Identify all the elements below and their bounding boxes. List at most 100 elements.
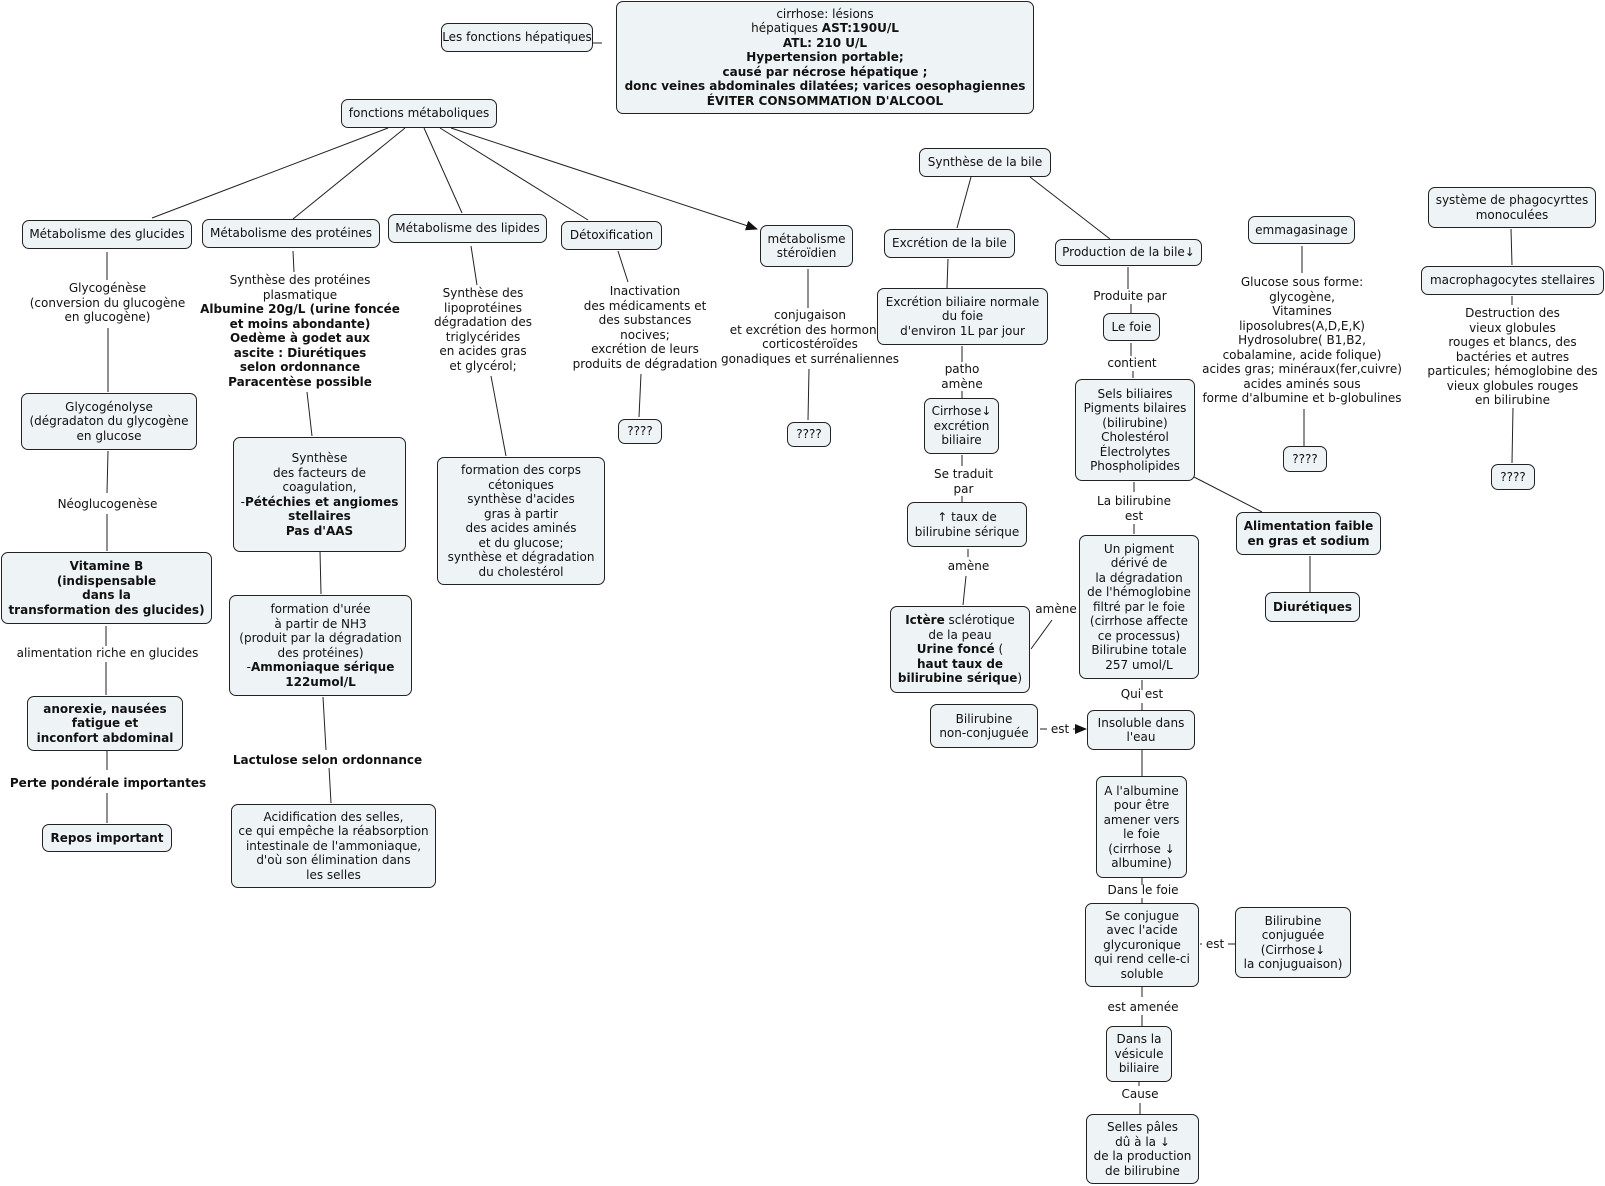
node-text: formation d'urée xyxy=(270,602,371,616)
node-vesicule-biliaire[interactable]: Dans la vésicule biliaire xyxy=(1106,1026,1172,1082)
node-text: Électrolytes xyxy=(1099,444,1171,459)
node-text: Diurétiques xyxy=(1273,599,1352,614)
label-text: ascite : Diurétiques xyxy=(233,345,367,360)
node-text: non-conjuguée xyxy=(939,726,1029,740)
node-text: (produit par la dégradation xyxy=(239,631,402,645)
node-synthese-bile[interactable]: Synthèse de la bile xyxy=(919,148,1051,177)
node-acidification-selles[interactable]: Acidification des selles, ce qui empêche… xyxy=(231,804,436,888)
node-pigment[interactable]: Un pigment dérivé de la dégradation de l… xyxy=(1079,535,1199,679)
node-text: en glucose xyxy=(76,428,142,443)
label-text: acides aminés sous xyxy=(1243,376,1361,391)
node-metabolisme-glucides[interactable]: Métabolisme des glucides xyxy=(22,220,192,249)
node-detoxification[interactable]: Détoxification xyxy=(561,221,662,250)
label-perte-ponderale: Perte pondérale importantes xyxy=(8,776,208,791)
node-anorexie[interactable]: anorexie, nausées fatigue et inconfort a… xyxy=(27,696,183,751)
node-diuretiques[interactable]: Diurétiques xyxy=(1265,592,1360,622)
label-text: des substances xyxy=(598,313,692,327)
node-text-bold: ÉVITER CONSOMMATION D'ALCOOL xyxy=(706,93,944,108)
node-text-bold: haut taux de xyxy=(916,656,1004,671)
node-steroid-unknown[interactable]: ???? xyxy=(787,422,831,447)
node-text: ) xyxy=(1017,671,1023,686)
node-text: Vitamine B xyxy=(69,559,144,573)
node-text: filtré par le foie xyxy=(1093,599,1185,614)
node-cirrhose-excretion[interactable]: Cirrhose↓ excrétion biliaire xyxy=(924,398,999,454)
node-sels-biliaires[interactable]: Sels biliaires Pigments bilaires (biliru… xyxy=(1075,379,1195,481)
node-metabolisme-steroidien[interactable]: métabolisme stéroïdien xyxy=(760,225,853,267)
edge xyxy=(1029,176,1111,240)
label-est: est xyxy=(1047,722,1073,737)
node-le-foie[interactable]: Le foie xyxy=(1103,313,1160,341)
node-text: Dans la xyxy=(1116,1032,1162,1047)
node-bilirubine-conjuguee[interactable]: Bilirubine conjuguée (Cirrhose↓ la conju… xyxy=(1235,907,1351,978)
node-se-conjugue[interactable]: Se conjugue avec l'acide glycuronique qu… xyxy=(1085,903,1199,987)
node-corps-cetoniques[interactable]: formation des corps cétoniques synthèse … xyxy=(437,457,605,585)
label-text: gonadiques et surrénaliennes xyxy=(721,351,899,366)
node-repos-important[interactable]: Repos important xyxy=(42,824,172,852)
node-albumine[interactable]: A l'albumine pour être amener vers le fo… xyxy=(1096,776,1187,878)
node-text: Un pigment xyxy=(1103,541,1175,556)
node-metabolisme-proteines[interactable]: Métabolisme des protéines xyxy=(202,219,380,248)
node-text: Alimentation faible xyxy=(1243,519,1374,533)
node-les-fonctions-hepatiques[interactable]: Les fonctions hépatiques xyxy=(441,23,593,52)
label-est-amenee: est amenée xyxy=(1101,1000,1185,1015)
node-selles-pales[interactable]: Selles pâles dû à la ↓ de la production … xyxy=(1086,1114,1199,1184)
node-metabolisme-lipides[interactable]: Métabolisme des lipides xyxy=(388,214,547,243)
label-text: Paracentèse possible xyxy=(228,374,372,389)
label-text: selon ordonnance xyxy=(239,360,361,374)
node-text: Excrétion de la bile xyxy=(892,236,1007,251)
node-text: excrétion xyxy=(933,418,990,433)
node-text: l'eau xyxy=(1126,730,1156,744)
node-text: des acides aminés xyxy=(465,521,577,535)
node-macrophagocytes[interactable]: macrophagocytes stellaires xyxy=(1421,266,1604,295)
node-text: le foie xyxy=(1123,827,1160,841)
node-systeme-phagocytes[interactable]: système de phagocyrttes monoculées xyxy=(1428,187,1596,228)
node-text: Le foie xyxy=(1111,319,1152,334)
node-text: Insoluble dans xyxy=(1097,715,1185,730)
node-insoluble[interactable]: Insoluble dans l'eau xyxy=(1087,710,1195,750)
node-text: Détoxification xyxy=(569,228,654,243)
label-text: Synthèse des xyxy=(442,286,524,300)
node-text: la conjuguaison) xyxy=(1243,957,1343,971)
node-text: glycuronique xyxy=(1103,937,1181,952)
label-text: (conversion du glucogène xyxy=(29,295,186,310)
node-text: fonctions métaboliques xyxy=(348,106,490,121)
label-amene: amène xyxy=(941,559,996,574)
label-text: Oedème à godet aux xyxy=(229,331,371,345)
label-text: par xyxy=(953,481,974,496)
node-text: Repos important xyxy=(50,830,164,845)
label-text: particules; hémoglobine des xyxy=(1427,364,1598,378)
node-text: d'où son élimination dans xyxy=(256,853,411,868)
node-taux-bilirubine[interactable]: ↑ taux de bilirubine sérique xyxy=(907,502,1027,547)
node-fonctions-metaboliques[interactable]: fonctions métaboliques xyxy=(341,99,497,128)
node-text: du cholestérol xyxy=(478,564,564,579)
node-text: biliaire xyxy=(1118,1061,1160,1076)
edge xyxy=(490,375,507,457)
node-text: vésicule xyxy=(1114,1046,1164,1061)
node-ictere[interactable]: Ictère sclérotique de la peau Urine fonc… xyxy=(890,606,1030,693)
node-text-bold: Urine foncé xyxy=(916,642,995,657)
node-synthese-facteurs-coagulation[interactable]: Synthèse des facteurs de coagulation, -P… xyxy=(233,437,406,552)
node-text: anorexie, nausées xyxy=(43,701,167,716)
node-excretion-normale[interactable]: Excrétion biliaire normale du foie d'env… xyxy=(877,288,1048,345)
node-phago-unknown[interactable]: ???? xyxy=(1491,464,1535,490)
node-text: du foie xyxy=(941,309,984,324)
node-formation-uree[interactable]: formation d'urée à partir de NH3 (produi… xyxy=(229,595,412,696)
node-bilirubine-non-conjuguee[interactable]: Bilirubine non-conjuguée xyxy=(930,704,1038,748)
node-vitamine-b[interactable]: Vitamine B (indispensable dans la transf… xyxy=(1,552,212,624)
node-emmagasinage[interactable]: emmagasinage xyxy=(1248,216,1355,244)
node-cirrhose-summary[interactable]: cirrhose: lésions hépatiques AST:190U/L … xyxy=(616,1,1034,114)
node-text: Cirrhose↓ xyxy=(931,404,992,419)
edge xyxy=(151,127,389,219)
node-production-bile[interactable]: Production de la bile↓ xyxy=(1055,239,1202,266)
node-glycogenolyse[interactable]: Glycogénolyse (dégradaton du glycogène e… xyxy=(21,393,197,450)
node-excretion-bile[interactable]: Excrétion de la bile xyxy=(884,229,1015,258)
edge xyxy=(1511,406,1514,464)
node-alimentation-faible[interactable]: Alimentation faible en gras et sodium xyxy=(1236,512,1381,555)
node-detox-unknown[interactable]: ???? xyxy=(618,419,662,444)
edge xyxy=(470,245,478,286)
node-text: Métabolisme des glucides xyxy=(29,227,185,242)
node-emmagasinage-unknown[interactable]: ???? xyxy=(1283,446,1327,472)
label-text: Inactivation xyxy=(609,284,681,298)
node-text: Les fonctions hépatiques xyxy=(442,30,592,45)
label-amene-2: amène xyxy=(1034,602,1078,617)
